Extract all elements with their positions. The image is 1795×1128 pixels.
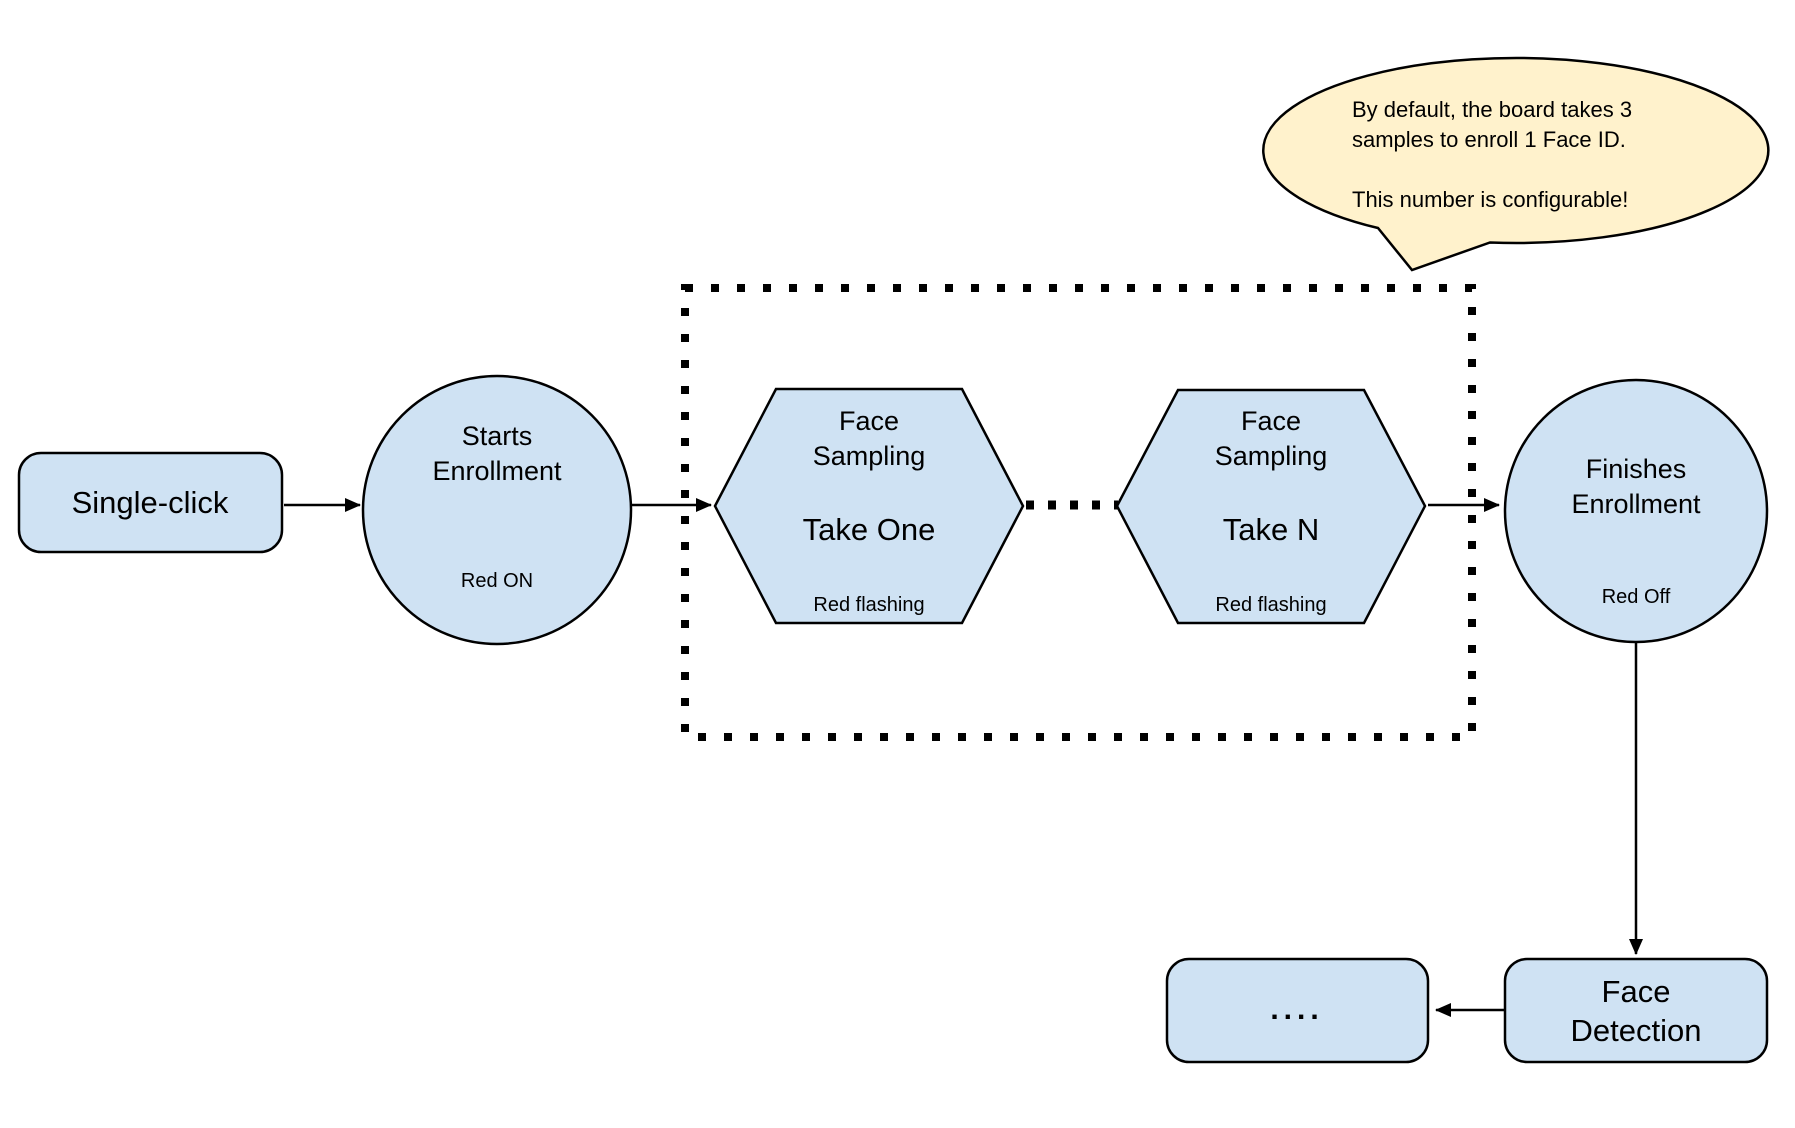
callout-bubble: By default, the board takes 3 samples to… xyxy=(1262,56,1770,272)
node-face-sampling-one: Face Sampling Take One Red flashing xyxy=(713,387,1025,625)
finishes-enrollment-line1: Finishes xyxy=(1586,454,1687,484)
face-sampling-one-take: Take One xyxy=(803,512,936,547)
starts-enrollment-circle xyxy=(361,374,633,646)
face-sampling-one-line2: Sampling xyxy=(813,441,926,471)
callout-text-line1: By default, the board takes 3 xyxy=(1352,97,1632,122)
callout-text-line3: This number is configurable! xyxy=(1352,187,1628,212)
finishes-enrollment-line2: Enrollment xyxy=(1571,489,1701,519)
single-click-box xyxy=(17,451,284,554)
node-starts-enrollment: Starts Enrollment Red ON xyxy=(361,374,633,646)
callout-bubble-shape xyxy=(1262,56,1770,272)
face-sampling-one-status: Red flashing xyxy=(813,594,924,616)
node-face-detection: Face Detection xyxy=(1503,957,1769,1064)
face-detection-line1: Face xyxy=(1602,974,1671,1009)
finishes-enrollment-status: Red Off xyxy=(1602,586,1671,608)
face-sampling-n-hexagon xyxy=(1115,388,1427,625)
starts-enrollment-status: Red ON xyxy=(461,570,533,592)
continuation-box xyxy=(1165,957,1430,1064)
face-sampling-one-hexagon xyxy=(713,387,1025,625)
continuation-label: .... xyxy=(1270,993,1323,1026)
sampling-loop-dotted-box xyxy=(681,284,1476,741)
starts-enrollment-line2: Enrollment xyxy=(432,456,562,486)
callout-text-line2: samples to enroll 1 Face ID. xyxy=(1352,127,1626,152)
face-sampling-n-line1: Face xyxy=(1241,406,1301,436)
node-continuation: .... xyxy=(1165,957,1430,1064)
starts-enrollment-line1: Starts xyxy=(462,421,533,451)
node-face-sampling-n: Face Sampling Take N Red flashing xyxy=(1115,388,1427,625)
face-detection-line2: Detection xyxy=(1571,1013,1702,1048)
node-finishes-enrollment: Finishes Enrollment Red Off xyxy=(1503,378,1769,644)
face-sampling-one-line1: Face xyxy=(839,406,899,436)
face-sampling-n-line2: Sampling xyxy=(1215,441,1328,471)
face-sampling-n-take: Take N xyxy=(1223,512,1319,547)
face-sampling-n-status: Red flashing xyxy=(1215,594,1326,616)
single-click-label: Single-click xyxy=(72,485,229,520)
node-single-click: Single-click xyxy=(17,451,284,554)
